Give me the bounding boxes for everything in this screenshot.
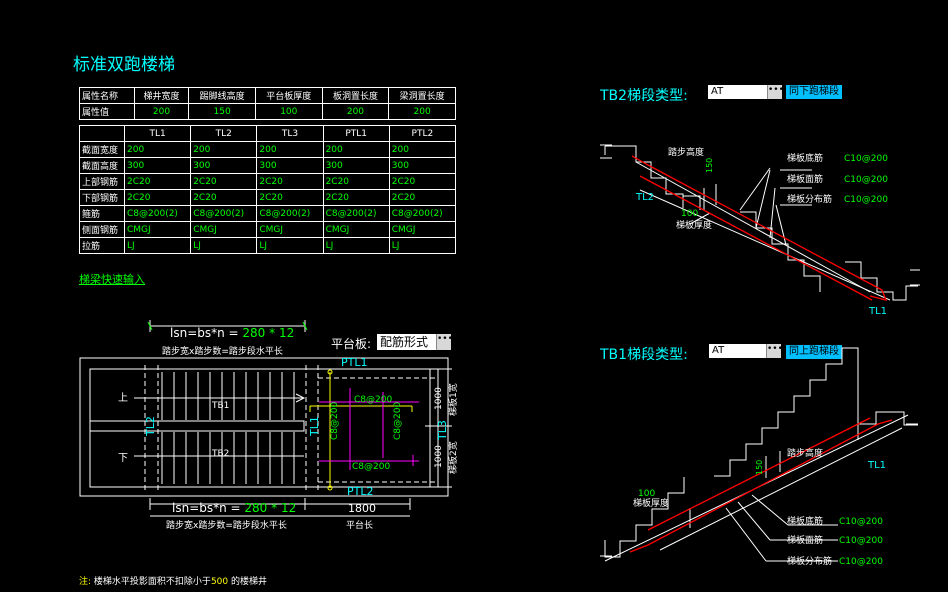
tb2-bottom-rebar-value: C10@200 [844,154,888,164]
prop-value-cell[interactable]: 200 [388,103,456,120]
beam-value-cell[interactable]: LJ [256,237,324,254]
rebar-bottom-label: C8@200 [352,462,390,472]
footnote-text1: 楼梯水平投影面积不扣除小于 [93,577,211,587]
rebar-left-label: C8@200 [330,402,340,440]
tb2-thick-value: 100 [681,209,698,219]
tb1-plan-label: TB1 [211,401,229,411]
dim-1000-a: 1000 [434,387,444,410]
tb1-bottom-rebar-value: C10@200 [839,517,883,527]
tb1-section-label: TB1梯段类型: [600,347,688,363]
down-label: 下 [118,453,128,464]
up-label: 上 [118,392,128,404]
lsn-top-label: lsn=bs*n = 280 * 12 [170,326,294,340]
tb2-top-rebar-value: C10@200 [844,175,888,185]
tb1-step-height-label: 踏步高度 [787,447,823,459]
footnote-number: 500 [210,577,229,587]
tb1-dist-rebar-label: 梯板分布筋 [787,555,832,567]
tb2-step-height-label: 踏步高度 [668,146,704,158]
dim-1000-b: 1000 [434,445,444,468]
footnote: 注: 楼梯水平投影面积不扣除小于500 的楼梯井 [79,574,267,587]
tb2-thick-label: 梯板厚度 [676,219,712,231]
tb1-h150: 150 [755,460,764,475]
beam-value-cell[interactable]: LJ [388,237,457,254]
step-desc-bottom: 踏步宽x踏步数=踏步段水平长 [166,519,287,531]
tl3-plan-label: TL3 [436,420,449,441]
tb2-same-as-lower-button[interactable]: 同下跑梯段 [786,85,842,99]
tb1-tl1-label: TL1 [867,460,886,471]
tb1-top-rebar-label: 梯板面筋 [787,534,823,546]
tb2-tl2-label: TL2 [635,192,654,203]
dim-1800: 1800 [348,502,376,515]
tb1-type-select[interactable]: AT ••• [709,344,783,358]
ptl2-plan-label: PTL2 [347,485,373,498]
footnote-text2: 的楼梯井 [231,577,268,587]
ellipsis-icon[interactable]: ••• [766,344,783,358]
platform-length-label: 平台长 [346,519,373,531]
tb1-thick-label: 梯板厚度 [633,497,669,509]
properties-table: 属性名称 梯井宽度 踢脚线高度 平台板厚度 板洞置长度 梁洞置长度 属性值 20… [79,87,456,120]
ellipsis-icon[interactable]: ••• [767,85,784,99]
prop-value-cell[interactable]: 100 [254,103,323,120]
beam-quick-input-link[interactable]: 梯梁快速输入 [79,273,145,286]
step-desc-top: 踏步宽x踏步数=踏步段水平长 [162,345,283,357]
tb2-section-label: TB2梯段类型: [600,88,688,104]
tb2-bottom-rebar-label: 梯板底筋 [787,152,823,164]
tb2-plan-label: TB2 [211,449,229,459]
platform-label: 平台板: [331,337,372,351]
tb2-dist-rebar-label: 梯板分布筋 [787,193,832,205]
ptl1-plan-label: PTL1 [341,356,367,369]
tl2-plan-label: TL2 [144,416,157,437]
tb2-h150: 150 [705,158,714,173]
tb2-type-value: AT [711,86,724,97]
tb2-dist-rebar-value: C10@200 [844,195,888,205]
footnote-prefix: 注: [79,577,92,587]
tb1-same-as-upper-button[interactable]: 同上跑梯段 [786,345,842,359]
platform-form-value: 配筋形式 [380,335,429,349]
rebar-right-label: C8@200 [393,402,403,440]
beam-value-cell[interactable]: LJ [123,237,192,254]
tb1-top-rebar-value: C10@200 [839,536,883,546]
beam-value-cell[interactable]: LJ [190,237,258,254]
tl1-plan-label: TL1 [308,416,321,437]
tb2-tl1-label: TL1 [868,306,887,317]
platform-form-select[interactable]: 配筋形式 ••• [377,334,453,350]
tb2-top-rebar-label: 梯板面筋 [787,173,823,185]
tb1-dist-rebar-value: C10@200 [839,557,883,567]
tb1-type-value: AT [712,345,725,356]
width2-label: 梯板2宽 [447,441,459,474]
ellipsis-icon[interactable]: ••• [436,334,453,350]
rebar-top-label: C8@200 [354,395,392,405]
prop-value-cell[interactable]: 200 [133,103,190,120]
tb1-thick-value: 100 [638,489,655,499]
tb2-type-select[interactable]: AT ••• [708,85,784,99]
lsn-bottom-label: lsn=bs*n = 280 * 12 [172,501,296,515]
page-title: 标准双跑楼梯 [73,55,175,75]
prop-row-label: 属性值 [79,103,135,120]
tb1-bottom-rebar-label: 梯板底筋 [787,515,823,527]
width1-label: 梯板1宽 [447,383,459,416]
